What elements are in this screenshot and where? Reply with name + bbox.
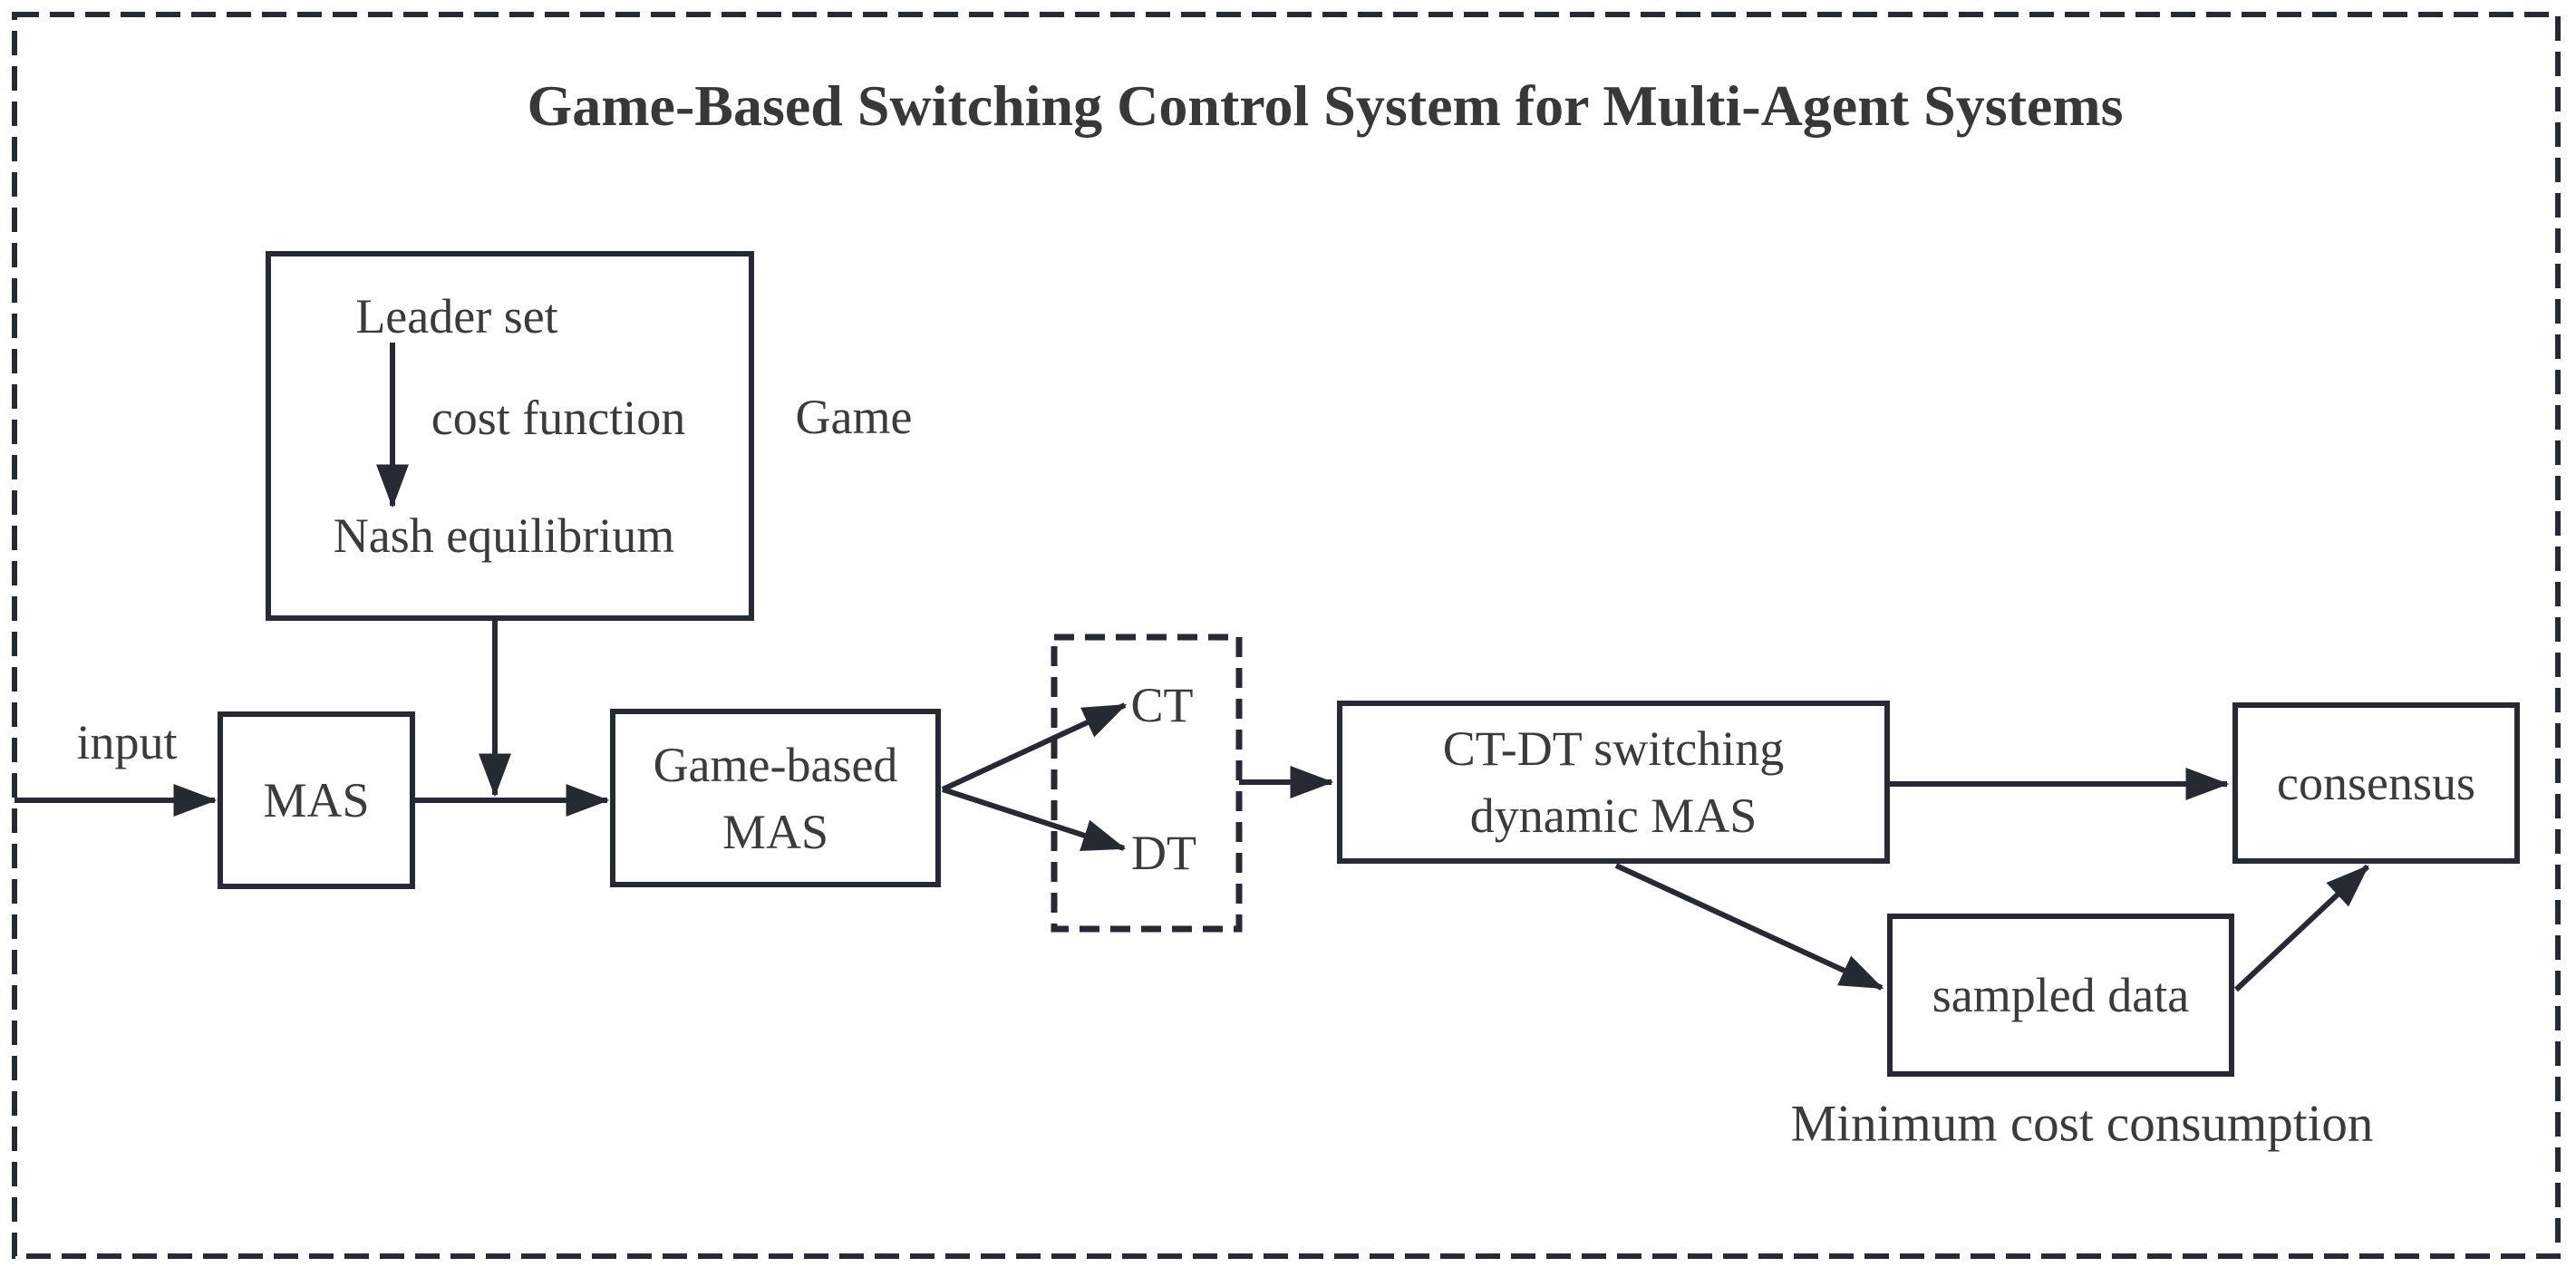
game-based-mas-line1: Game-based xyxy=(653,737,898,792)
diagram-title: Game-Based Switching Control System for … xyxy=(527,73,2124,138)
ctdt-switching-line2: dynamic MAS xyxy=(1469,788,1758,843)
cost-function-label: cost function xyxy=(431,391,686,445)
sampled-data-label: sampled data xyxy=(1932,968,2190,1022)
consensus-box: consensus xyxy=(2232,702,2520,864)
consensus-label: consensus xyxy=(2277,756,2475,810)
ctdt-switching-box: CT-DT switching dynamic MAS xyxy=(1337,701,1890,864)
mas-box: MAS xyxy=(218,711,415,889)
gamebased-to-ct-arrow xyxy=(941,702,1128,792)
dt-label: DT xyxy=(1131,826,1196,880)
sampled-to-consensus-arrow xyxy=(2233,864,2370,992)
ct-dt-selector-box xyxy=(1051,634,1243,933)
sampled-data-box: sampled data xyxy=(1887,914,2234,1077)
leader-set-label: Leader set xyxy=(355,289,558,343)
game-module-box xyxy=(266,251,754,621)
game-based-mas-box: Game-based MAS xyxy=(610,709,941,887)
mas-label: MAS xyxy=(263,773,370,827)
input-label: input xyxy=(76,715,178,769)
outer-dashed-border xyxy=(12,12,2561,1259)
gamebased-to-dt-arrow xyxy=(942,787,1127,852)
nash-equilibrium-label: Nash equilibrium xyxy=(333,508,675,563)
min-cost-label: Minimum cost consumption xyxy=(1790,1095,2374,1153)
ct-label: CT xyxy=(1130,678,1194,732)
game-based-mas-line2: MAS xyxy=(721,804,829,859)
game-side-label: Game xyxy=(795,390,913,444)
ctdt-switching-line1: CT-DT switching xyxy=(1442,721,1785,776)
ctdt-to-sampled-arrow xyxy=(1614,863,1884,991)
